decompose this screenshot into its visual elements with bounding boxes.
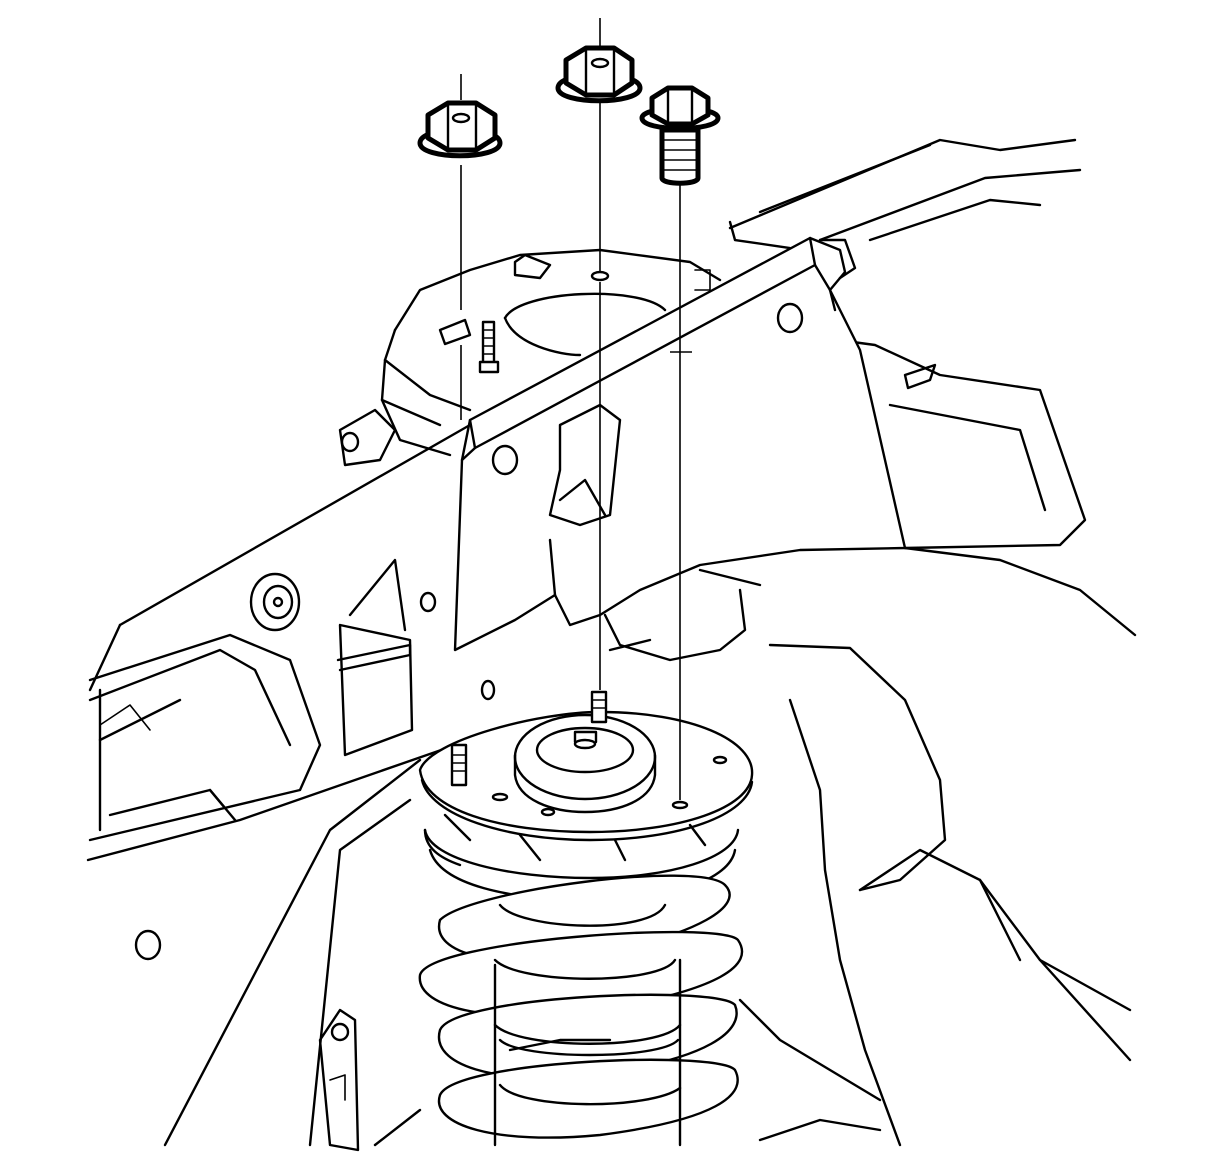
coil-spring — [418, 874, 744, 1147]
strut-mount-bolt — [639, 85, 721, 186]
strut-mount-nut-left — [417, 100, 503, 159]
leader-lines — [460, 18, 692, 800]
strut-mount-nut-center — [555, 45, 643, 104]
strut-upper-mount — [418, 690, 754, 902]
body-structure — [86, 138, 1137, 1152]
